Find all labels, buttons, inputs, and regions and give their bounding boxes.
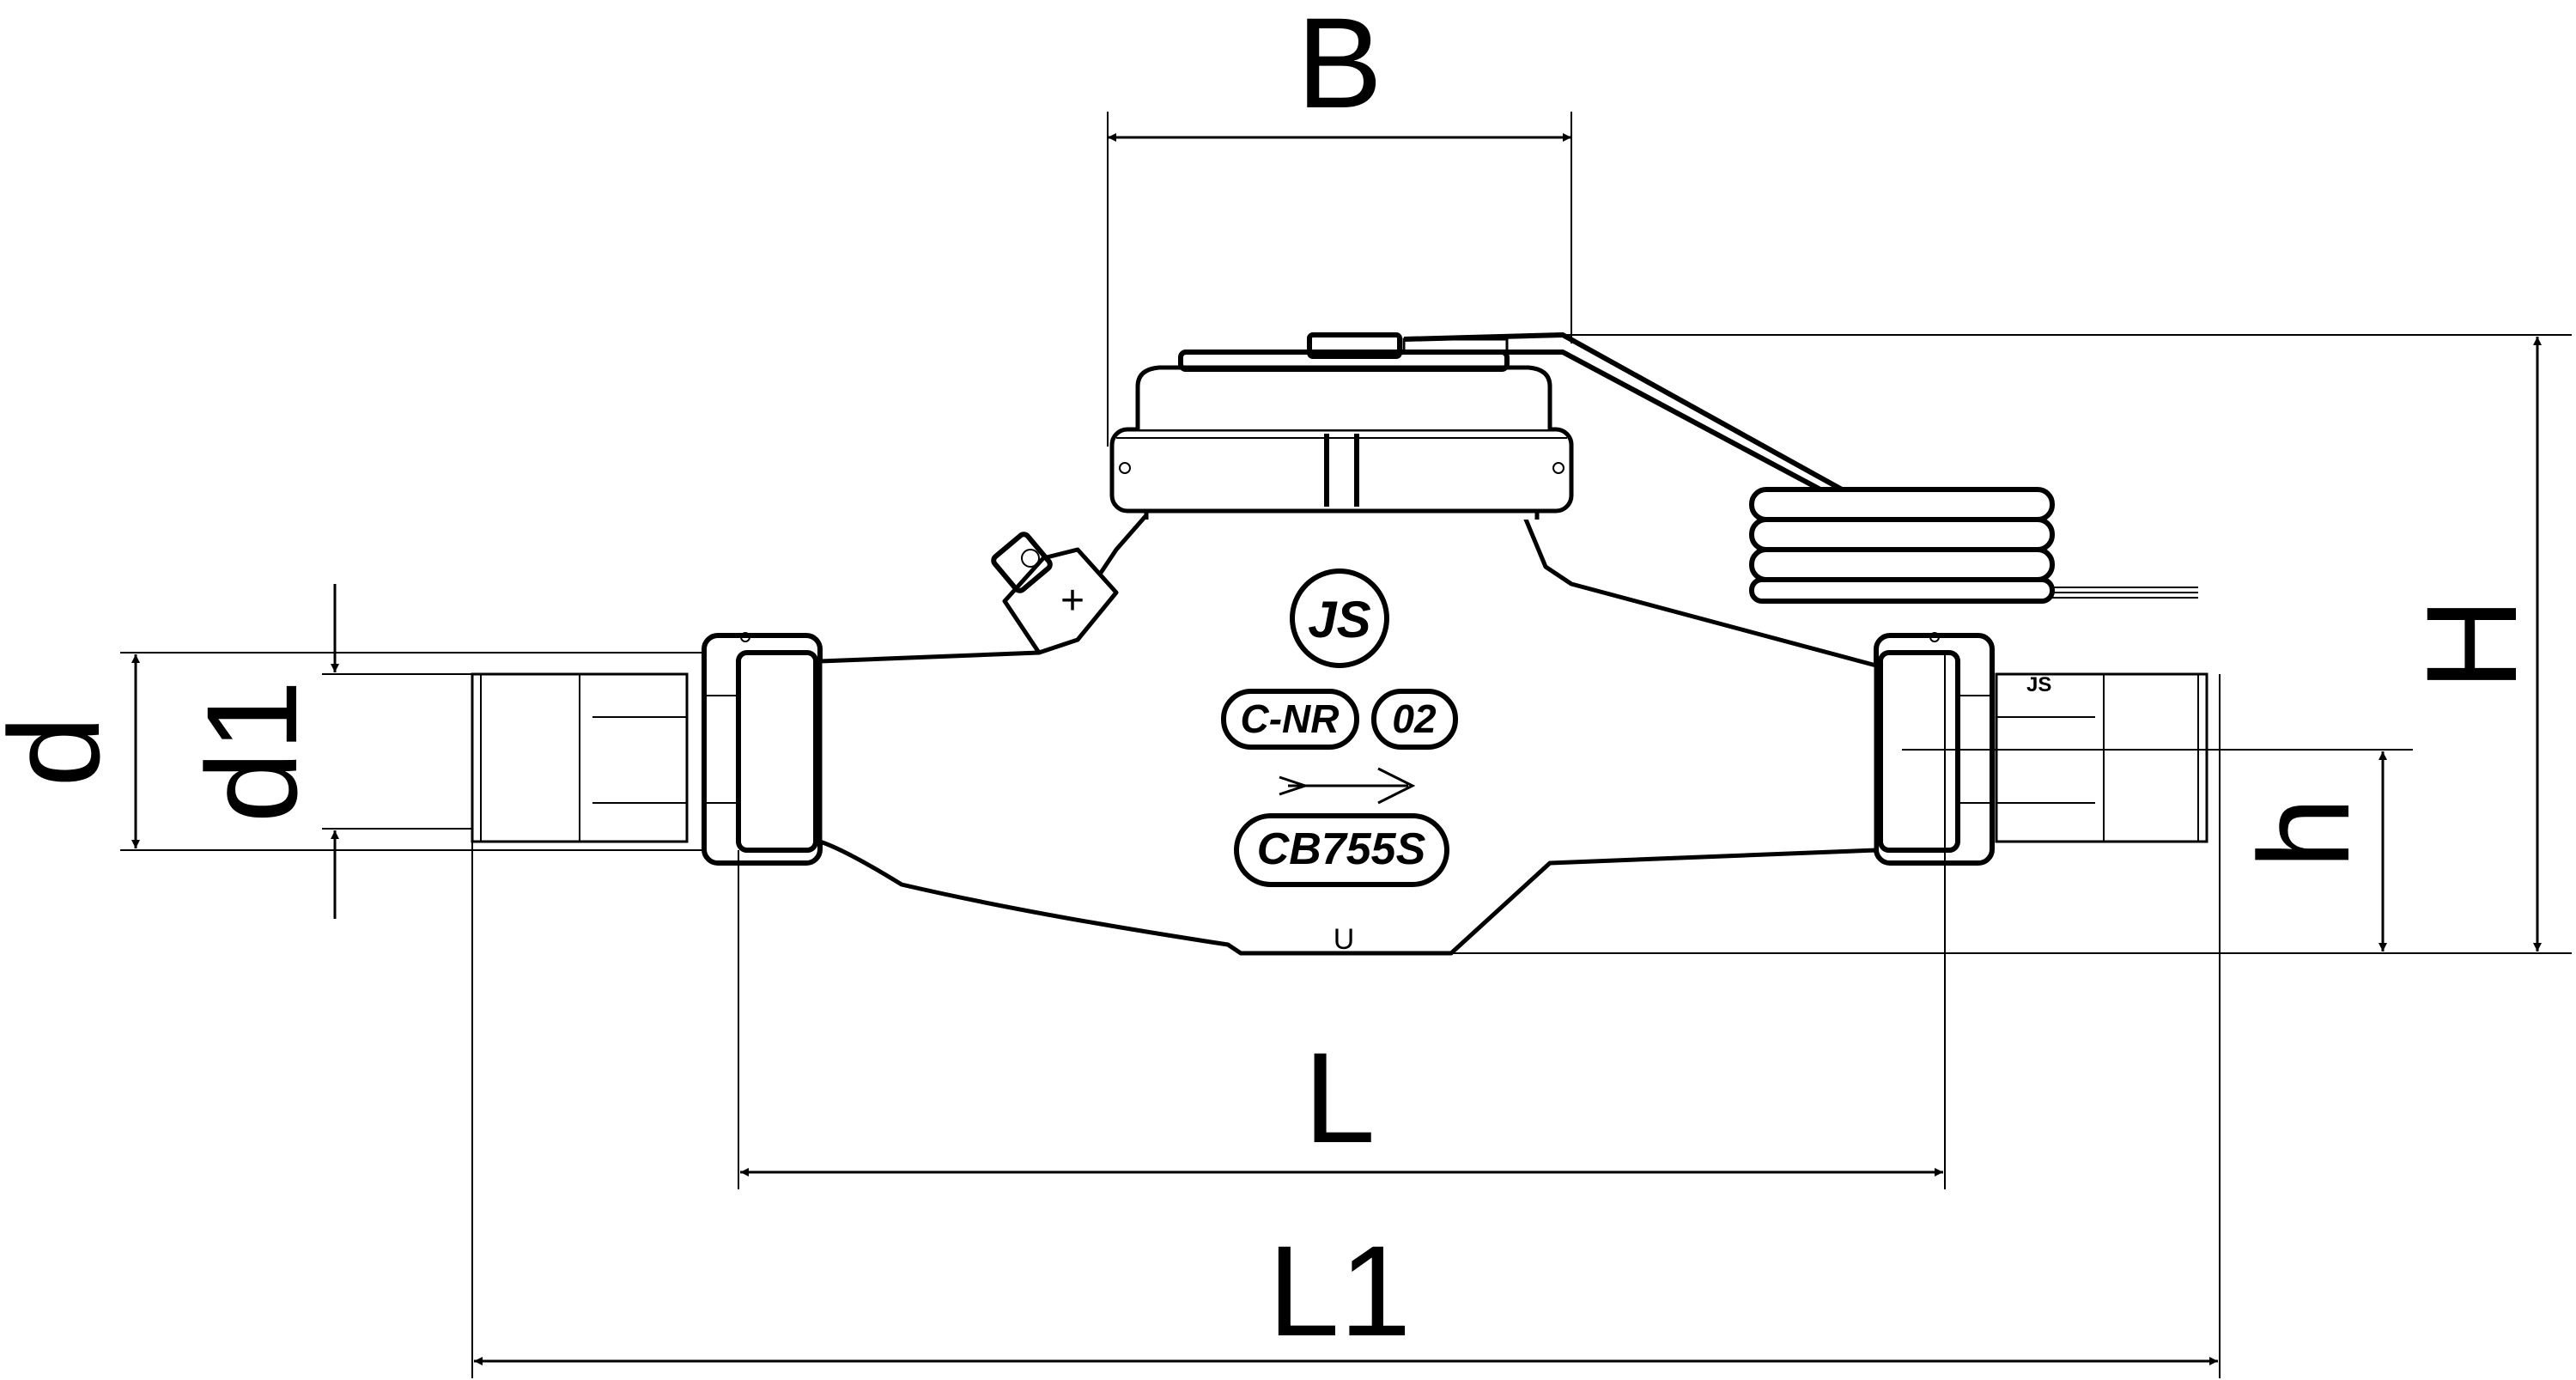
- class-mark: C-NR: [1241, 696, 1340, 741]
- dim-L1-label: L1: [1268, 1219, 1412, 1363]
- dim-L-label: L: [1303, 1025, 1375, 1170]
- dim-H-label: H: [2399, 598, 2543, 690]
- code-mark: 02: [1392, 696, 1437, 741]
- left-nut: [702, 632, 823, 866]
- body-markings: JS C-NR 02 CB755S U: [1221, 568, 1458, 956]
- meter-graphic: JS +: [471, 332, 2208, 956]
- plus-mark: +: [1060, 578, 1084, 623]
- dim-h-label: h: [2232, 797, 2376, 868]
- valve-boss: +: [991, 532, 1119, 655]
- logo-mark: JS: [1308, 591, 1370, 648]
- right-nut: [1874, 632, 1995, 866]
- pulse-cable-coil: [1403, 332, 2198, 604]
- flow-arrow-icon: [1279, 767, 1416, 805]
- meter-body: [817, 513, 1879, 956]
- dim-d1-label: d1: [179, 680, 324, 824]
- model-mark: CB755S: [1257, 824, 1426, 874]
- register-head: [1109, 332, 1574, 520]
- left-pipe: [471, 672, 689, 843]
- dim-d-label: d: [0, 715, 126, 787]
- right-pipe: JS: [1995, 672, 2208, 843]
- bottom-mark: U: [1334, 923, 1355, 956]
- dim-B-label: B: [1297, 0, 1382, 135]
- union-mark: JS: [2026, 673, 2051, 696]
